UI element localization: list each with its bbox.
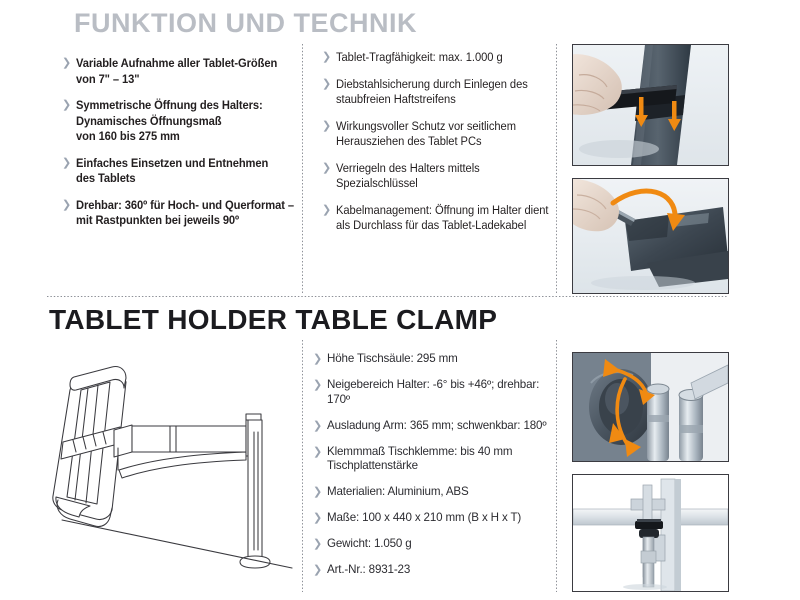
feature-middle-item: ❯ Tablet-Tragfähigkeit: max. 1.000 g — [322, 50, 554, 66]
drawing-tablet-holder-arm-graphic — [52, 366, 293, 569]
chevron-right-icon: ❯ — [322, 77, 332, 90]
chevron-right-icon: ❯ — [313, 419, 323, 432]
feature-left-item-label: Drehbar: 360º für Hoch- und Querformat –… — [76, 197, 294, 228]
photo-haftstreifen-graphic — [573, 45, 728, 165]
chevron-right-icon: ❯ — [313, 445, 323, 458]
feature-middle-item: ❯ Kabelmanagement: Öffnung im Halter dien… — [322, 203, 554, 234]
chevron-right-icon: ❯ — [322, 119, 332, 132]
spec-item: ❯ Höhe Tischsäule: 295 mm — [313, 352, 551, 367]
chevron-right-icon: ❯ — [62, 156, 72, 169]
chevron-right-icon: ❯ — [313, 486, 323, 498]
photo-haftstreifen — [572, 44, 729, 166]
spec-item: ❯ Materialien: Aluminium, ABS — [313, 485, 551, 500]
photo-gelenk-graphic — [573, 353, 728, 461]
spec-item-label: Art.-Nr.: 8931-23 — [327, 563, 411, 576]
chevron-right-icon: ❯ — [322, 203, 332, 216]
chevron-right-icon: ❯ — [313, 353, 323, 365]
feature-middle-item-label: Kabelmanagement: Öffnung im Halter dient… — [336, 202, 549, 233]
feature-middle-item-label: Tablet-Tragfähigkeit: max. 1.000 g — [336, 50, 503, 64]
spec-item-label: Gewicht: 1.050 g — [327, 537, 412, 550]
chevron-right-icon: ❯ — [62, 198, 72, 211]
spec-item-label: Neigebereich Halter: -6° bis +46º; drehb… — [327, 378, 540, 406]
feature-left-item: ❯ Symmetrische Öffnung des Halters:Dynami… — [62, 98, 298, 145]
photo-tischklemme-graphic — [573, 475, 728, 591]
drawing-tablet-holder-arm — [40, 352, 302, 590]
section-title-funktion-und-technik: FUNKTION UND TECHNIK — [74, 8, 417, 38]
chevron-right-icon: ❯ — [313, 538, 323, 550]
spec-item: ❯ Neigebereich Halter: -6° bis +46º; dreh… — [313, 378, 551, 407]
chevron-right-icon: ❯ — [322, 161, 332, 174]
feature-list-middle: ❯ Tablet-Tragfähigkeit: max. 1.000 g ❯ Dieb… — [322, 50, 554, 245]
divider-vertical-s1-right — [556, 44, 557, 294]
divider-horizontal-sections — [47, 296, 727, 297]
spec-item-label: Ausladung Arm: 365 mm; schwenkbar: 180º — [327, 418, 547, 432]
spec-item: ❯ Maße: 100 x 440 x 210 mm (B x H x T) — [313, 511, 551, 526]
chevron-right-icon: ❯ — [62, 99, 72, 111]
feature-left-item: ❯ Drehbar: 360º für Hoch- und Querformat … — [62, 198, 298, 229]
spec-item-label: Maße: 100 x 440 x 210 mm (B x H x T) — [327, 511, 522, 524]
photo-spezialschluessel — [572, 178, 729, 294]
spec-item: ❯ Art.-Nr.: 8931-23 — [313, 563, 551, 578]
photo-spezialschluessel-graphic — [573, 179, 728, 293]
spec-item: ❯ Ausladung Arm: 365 mm; schwenkbar: 180º — [313, 419, 551, 434]
spec-item-label: Höhe Tischsäule: 295 mm — [327, 352, 458, 365]
chevron-right-icon: ❯ — [313, 379, 323, 391]
chevron-right-icon: ❯ — [62, 57, 72, 69]
spec-item: ❯ Gewicht: 1.050 g — [313, 537, 551, 552]
photo-tischklemme — [572, 474, 729, 592]
feature-left-item-label: Symmetrische Öffnung des Halters:Dynamis… — [76, 98, 263, 143]
chevron-right-icon: ❯ — [313, 564, 323, 576]
spec-item-label: Materialien: Aluminium, ABS — [327, 485, 469, 498]
chevron-right-icon: ❯ — [313, 512, 323, 524]
specification-list: ❯ Höhe Tischsäule: 295 mm ❯ Neigebereich Ha… — [313, 352, 551, 589]
section-title-tablet-holder-table-clamp: TABLET HOLDER TABLE CLAMP — [49, 304, 498, 335]
chevron-right-icon: ❯ — [322, 51, 332, 63]
photo-gelenk — [572, 352, 729, 462]
divider-vertical-s2-left — [302, 340, 303, 592]
divider-vertical-s2-right — [556, 340, 557, 592]
divider-vertical-s1-left — [302, 44, 303, 294]
